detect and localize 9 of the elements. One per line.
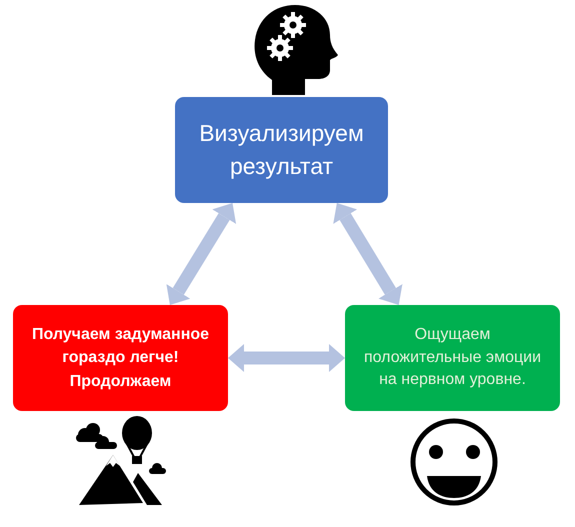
process-box — [175, 97, 388, 203]
node-text: Получаем задуманное гораздо легче! Продолжаем — [30, 325, 210, 392]
node-text: Визуализируем результат — [198, 118, 365, 181]
process-box — [13, 305, 228, 411]
double-arrow — [228, 344, 345, 372]
process-box — [345, 305, 560, 411]
node-text: Ощущаем положительные эмоции на нервном уровне. — [362, 325, 542, 390]
double-arrow — [333, 203, 402, 305]
double-arrow — [166, 203, 236, 305]
